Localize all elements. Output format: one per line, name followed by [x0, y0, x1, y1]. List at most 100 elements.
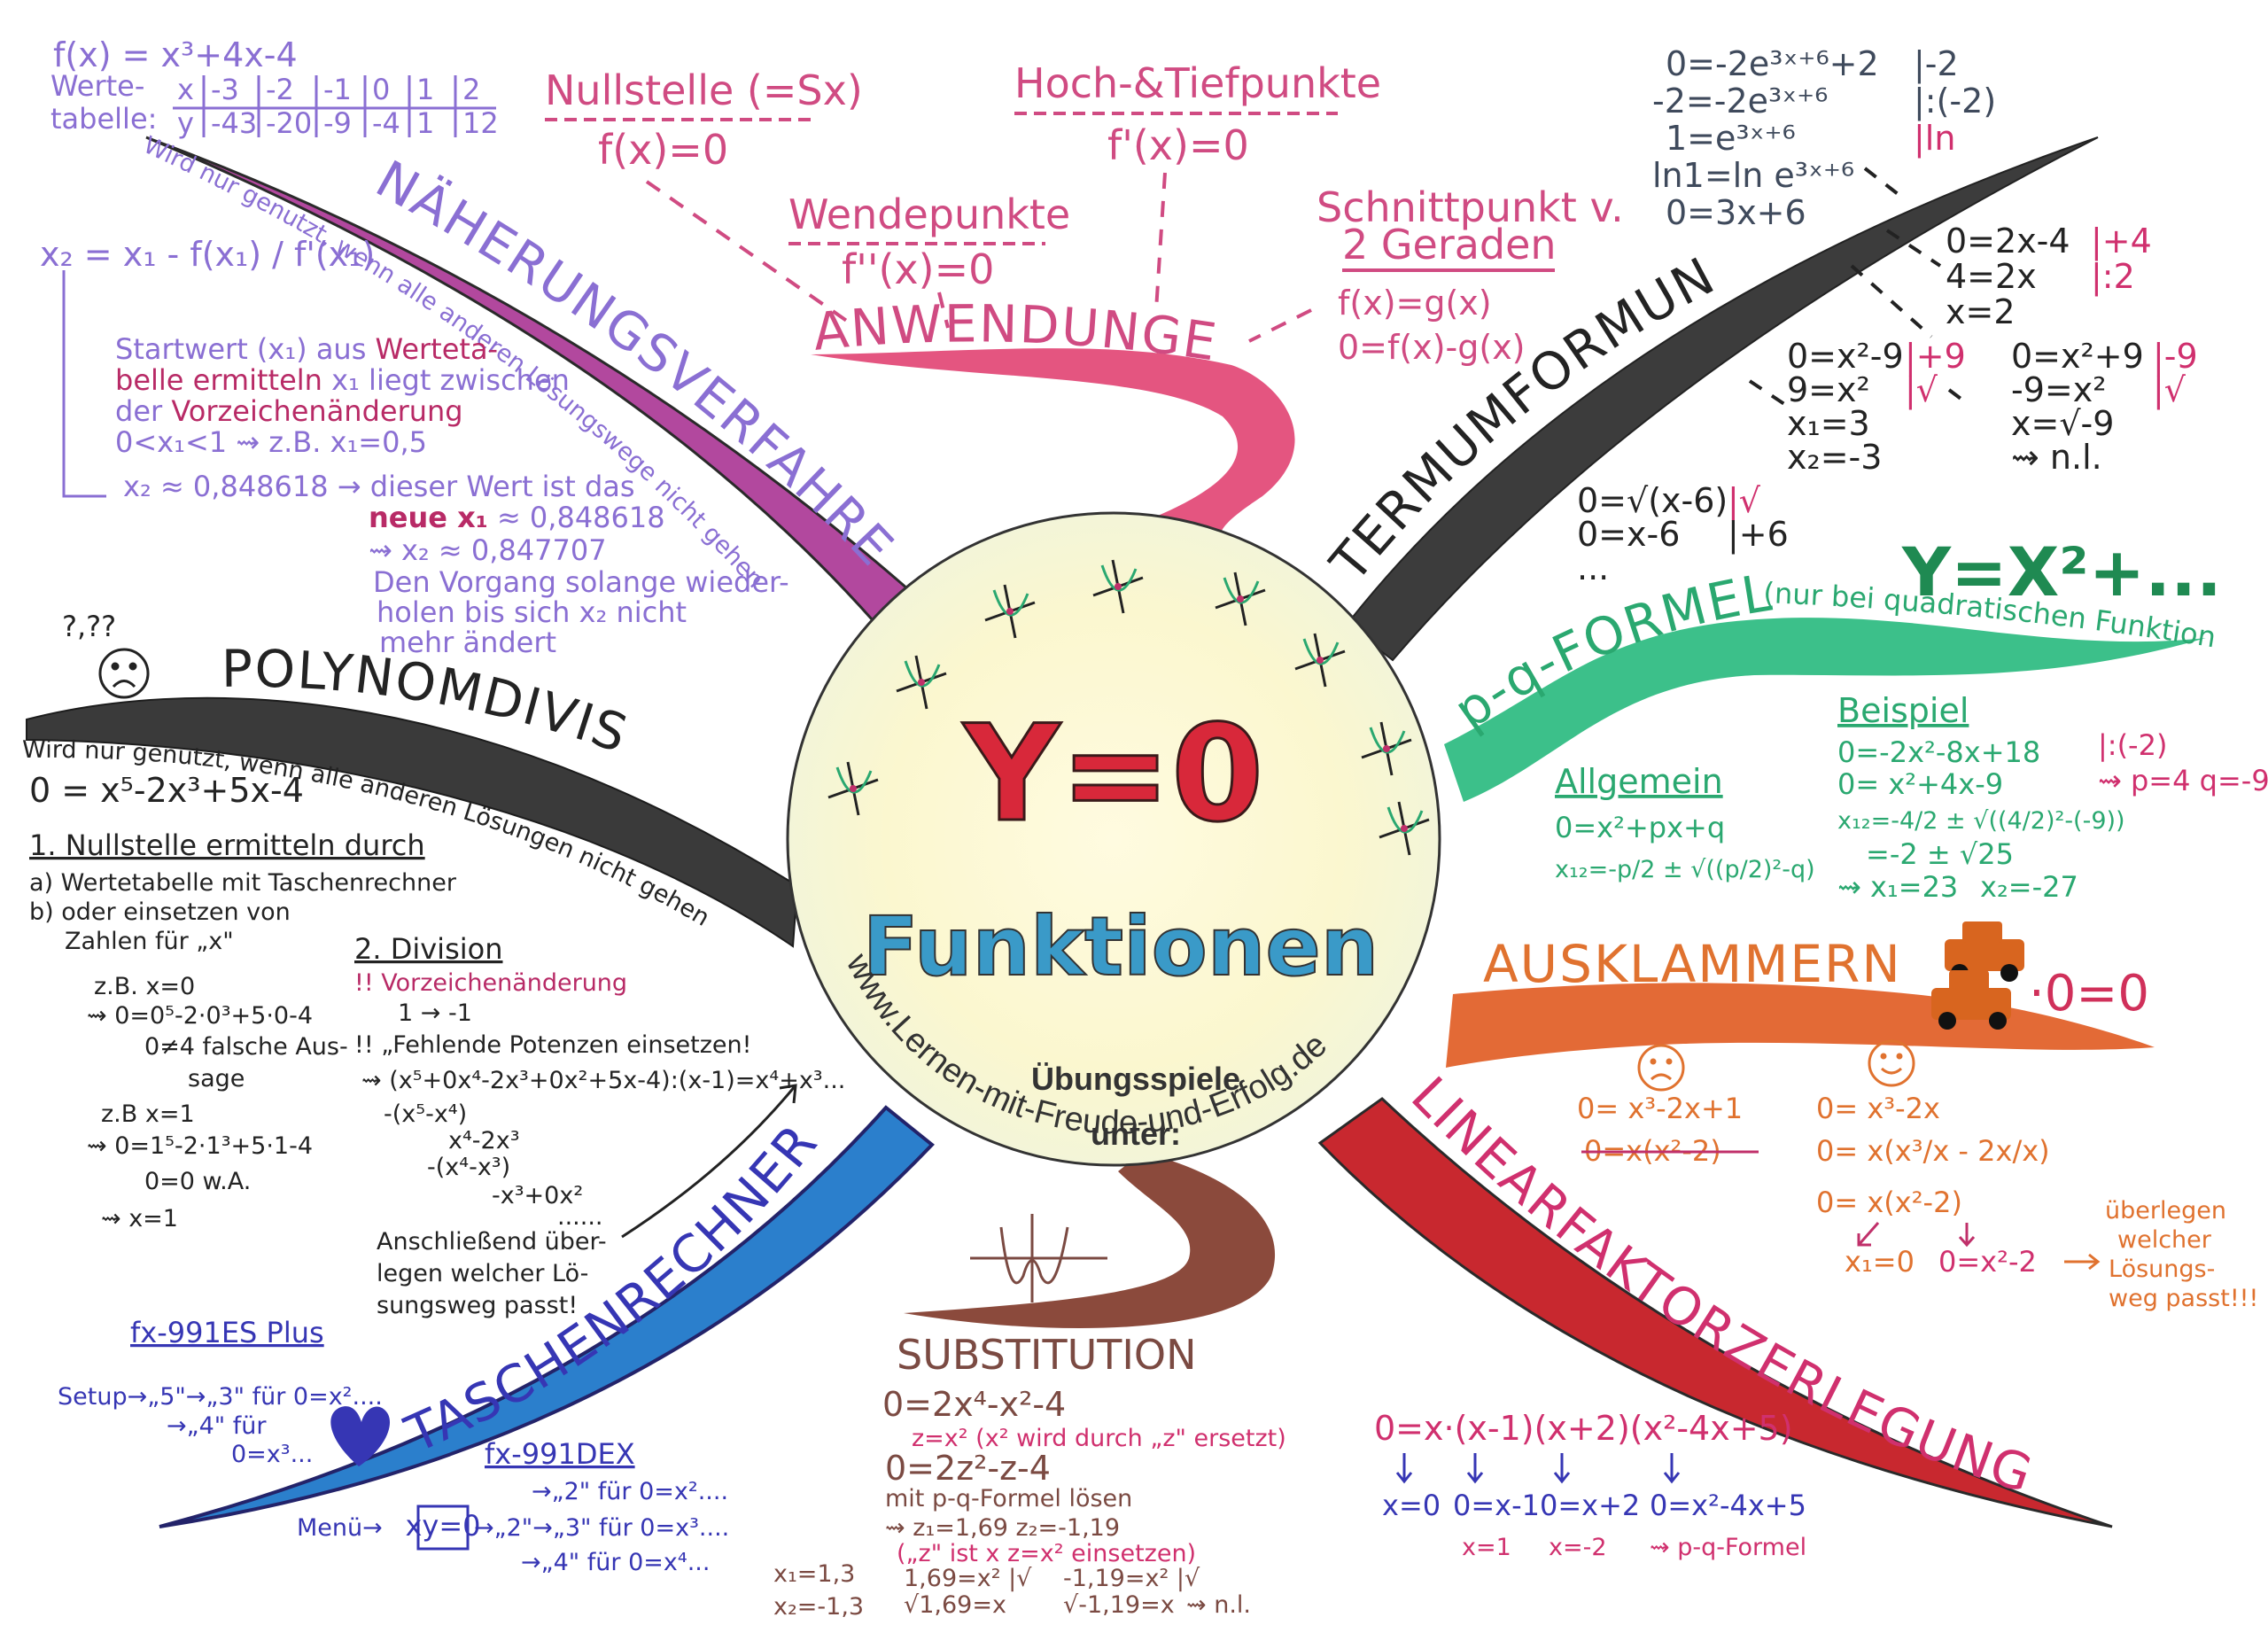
quadratic-a-line: x₂=-3	[1787, 438, 1882, 477]
linear-equation-line: x=2	[1946, 292, 2016, 331]
start-line-3: der Vorzeichenänderung	[115, 394, 463, 428]
exp-operation: |ln	[1914, 119, 1955, 159]
start-1b: Werteta-	[376, 332, 499, 366]
ausklammern-bad-line: 0= x³-2x+1	[1577, 1092, 1743, 1125]
table-y-cell: -9	[323, 106, 352, 140]
factor-equation: 0=x²-4x+5	[1650, 1489, 1806, 1522]
nullstelle-formula: f(x)=0	[598, 126, 728, 174]
conclusion-line: sungsweg passt!	[377, 1292, 578, 1319]
division-line: ⇝ (x⁵+0x⁴-2x³+0x²+5x-4):(x-1)=x⁴+x³...	[361, 1067, 845, 1094]
ausklammern-arrows	[1857, 1222, 2101, 1271]
schnittpunkt-title-2: 2 Geraden	[1342, 221, 1557, 268]
car-equation: ·0=0	[2029, 965, 2149, 1022]
center-subtitle: Funktionen	[863, 899, 1379, 994]
linearfaktor-equation: 0=x·(x-1)(x+2)(x²-4x+5)	[1374, 1409, 1793, 1448]
axis-cross-icon	[1215, 571, 1266, 626]
polynomdivision-examples: z.B. x=0⇝ 0=0⁵-2·0³+5·0-40≠4 falsche Aus…	[87, 973, 348, 1232]
quadratic-a-line: 9=x²	[1787, 370, 1870, 409]
exp-operation: |:(-2)	[1914, 82, 1996, 121]
wendepunkte-title: Wendepunkte	[788, 190, 1070, 238]
table-x-cell: -1	[323, 73, 352, 106]
substitution-step: -1,19=x² |√	[1063, 1565, 1200, 1592]
quadratic-b-operation: |√	[2153, 370, 2186, 410]
root-equation-line: ...	[1577, 548, 1609, 587]
result-line-2: neue x₁ ≈ 0,848618	[369, 501, 665, 534]
substitution-step: 0=2z²-z-4	[885, 1449, 1051, 1488]
exp-operation: |-2	[1914, 44, 1959, 84]
table-x-cell: x	[177, 73, 194, 106]
example-1-line: 0≠4 falsche Aus-	[144, 1033, 348, 1061]
quadratic-b-operation: |-9	[2153, 337, 2198, 377]
hint-line: überlegen	[2105, 1197, 2226, 1225]
calculator-key-button	[416, 1504, 470, 1551]
hint-line: weg passt!!!	[2109, 1285, 2258, 1312]
quadratic-a-operation: |√	[1905, 370, 1938, 410]
division-line: -(x⁴-x³)	[427, 1154, 510, 1181]
step1-line: b) oder einsetzen von	[29, 898, 291, 926]
table-x-cell: 0	[372, 73, 390, 106]
example-1-line: z.B. x=0	[94, 973, 195, 1000]
example-2-line: ⇝ x=1	[101, 1205, 178, 1232]
branch-label-ausklammern: AUSKLAMMERN	[1483, 934, 1902, 994]
branch-taschenrechner	[159, 1105, 935, 1528]
pq-general-line-2: x₁₂=-p/2 ± √((p/2)²-q)	[1555, 856, 1815, 883]
result-line-4: Den Vorgang solange wieder-	[373, 565, 789, 599]
start-3b: Vorzeichenänderung	[171, 394, 462, 428]
root-operation: |√	[1728, 481, 1761, 521]
quadratic-a-line: x₁=3	[1787, 404, 1870, 443]
pq-example-title: Beispiel	[1837, 691, 1969, 730]
ausklammern-good-line: x₁=0	[1845, 1245, 1915, 1279]
table-grid	[173, 75, 496, 137]
division-line: -x³+0x²	[492, 1182, 583, 1209]
quadratic-b-line: 0=x²+9	[2011, 337, 2144, 376]
substitution-steps: 0=2x⁴-x²-4z=x² (x² wird durch „z" ersetz…	[773, 1385, 1286, 1621]
schnittpunkt-title: Schnittpunkt v.	[1317, 183, 1624, 231]
calculator-model-2: fx-991DEX	[485, 1437, 635, 1471]
pq-example-line: 0=-2x²-8x+18	[1837, 735, 2040, 769]
substitution-step: ⇝ n.l.	[1186, 1591, 1251, 1619]
quadratic-b-line: -9=x²	[2011, 370, 2106, 409]
down-arrow-icon	[1466, 1453, 1484, 1484]
conclusion-line: legen welcher Lö-	[377, 1260, 588, 1287]
branch-substitution	[904, 1152, 1276, 1329]
branch-pq-formel	[1444, 618, 2206, 802]
factor-equation: x=0	[1382, 1489, 1441, 1522]
root-equation-line: 0=√(x-6)	[1577, 481, 1728, 520]
example-1-line: sage	[188, 1065, 245, 1092]
step1-title: 1. Nullstelle ermitteln durch	[29, 828, 425, 862]
table-x-cell: -3	[211, 73, 239, 106]
confused-face-icon	[98, 648, 150, 699]
calculator-key-label: xy=0	[405, 1509, 480, 1543]
pq-example-line: ⇝ x₁=23	[1837, 870, 1958, 904]
calculator-model-1-line: Setup→„5"→„3" für 0=x²....	[58, 1383, 383, 1411]
pq-general-title: Allgemein	[1555, 762, 1723, 801]
sad-face-icon	[1637, 1044, 1685, 1092]
result-line-3: ⇝ x₂ ≈ 0,847707	[369, 533, 607, 567]
car-icon	[1931, 921, 2024, 1030]
factor-equation: 0=x+2	[1540, 1489, 1640, 1522]
polynomdivision-equation: 0 = x⁵-2x³+5x-4	[29, 771, 304, 810]
axis-cross-icon	[827, 761, 879, 816]
pq-example-op: ⇝ p=4 q=-9	[2098, 764, 2268, 797]
table-y-cell: 1	[416, 106, 434, 140]
linear-operation: |+4	[2091, 222, 2152, 261]
factor-equation: 0=x-1	[1453, 1489, 1540, 1522]
start-line-2: belle ermitteln x₁ liegt zwischen	[115, 363, 570, 397]
pq-example-line: =-2 ± √25	[1866, 837, 2014, 871]
result-line-5: holen bis sich x₂ nicht	[377, 595, 687, 629]
wendepunkte-formula: f''(x)=0	[842, 245, 994, 293]
calculator-model-2-line: →„2"→„3" für 0=x³....	[474, 1514, 729, 1542]
division-steps: ⇝ (x⁵+0x⁴-2x³+0x²+5x-4):(x-1)=x⁴+x³... -(…	[361, 1067, 845, 1319]
ausklammern-good-line: 0= x³-2x	[1816, 1092, 1940, 1125]
ausklammern-good-line: 0=x²-2	[1938, 1245, 2037, 1279]
ausklammern-good-line: 0= x(x²-2)	[1816, 1186, 1962, 1219]
axis-cross-icon	[1379, 801, 1430, 856]
root-operation: |+6	[1728, 515, 1789, 555]
promo-line-1: Übungsspiele	[1031, 1061, 1240, 1097]
table-x-cell: 2	[462, 73, 480, 106]
result-2a: neue x₁	[369, 501, 488, 534]
quadratic-b-line: ⇝ n.l.	[2011, 438, 2102, 477]
substitution-step: x₁=1,3	[773, 1560, 855, 1588]
